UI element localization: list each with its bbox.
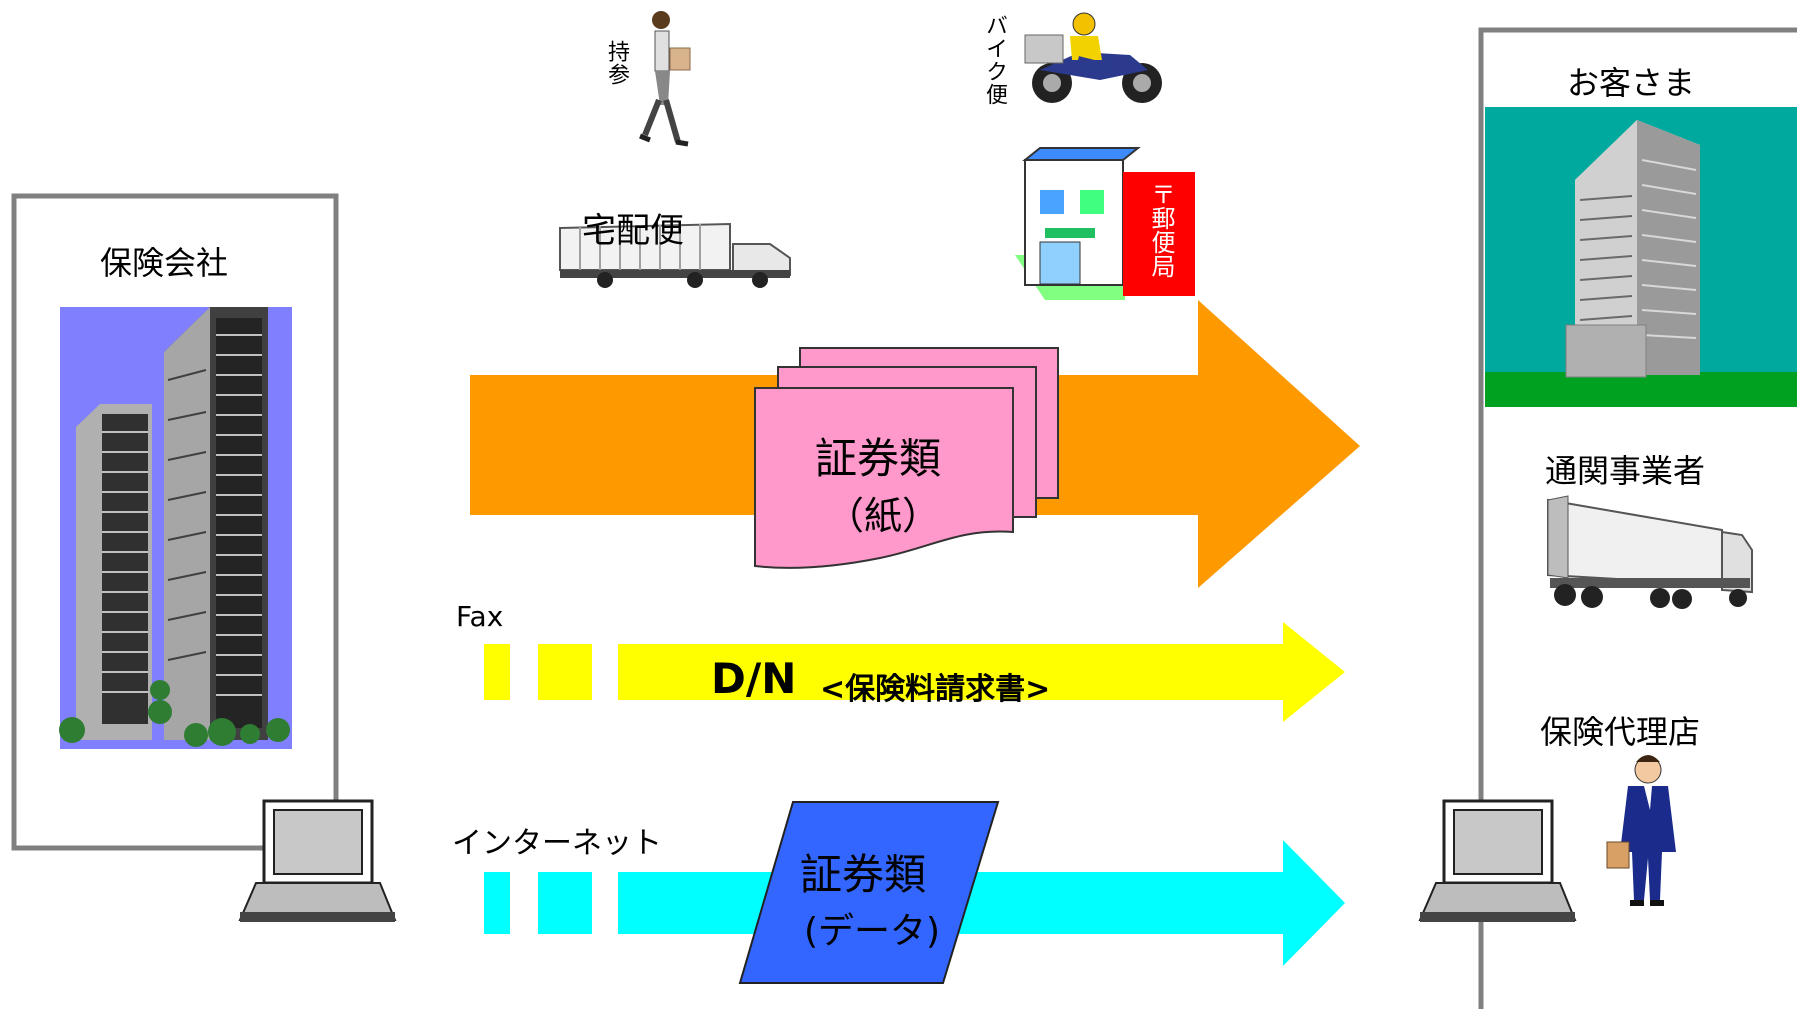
motorbike-courier-icon <box>1024 12 1162 103</box>
customer-title: お客さま <box>1567 64 1696 102</box>
post-office-sign <box>1123 172 1195 296</box>
internet-label: インターネット <box>452 826 662 861</box>
hand-delivery-label: 持参 <box>604 40 629 86</box>
paper-document-title: 証券類 <box>815 434 942 483</box>
post-office-label: 〒郵便局 <box>1147 182 1175 278</box>
customer-laptop-icon <box>1418 799 1577 922</box>
premium-invoice-label: <保険料請求書> <box>820 672 1051 707</box>
company-laptop-icon <box>238 799 397 922</box>
fax-label: Fax <box>456 600 504 633</box>
motorbike-delivery-label: バイク便 <box>982 14 1007 106</box>
data-document-subtitle: (データ) <box>804 911 941 952</box>
courier-label: 宅配便 <box>582 211 684 251</box>
data-document-title: 証券類 <box>800 850 927 899</box>
fax-flow-arrow <box>484 622 1345 722</box>
paper-document-stack <box>754 347 1059 569</box>
insurance-agent-label: 保険代理店 <box>1540 713 1701 751</box>
insurance-company-title: 保険会社 <box>100 244 229 282</box>
debit-note-label: D/N <box>711 654 797 703</box>
post-office-icon <box>1015 147 1195 300</box>
company-building-image <box>59 307 292 749</box>
insurance-agent-icon <box>1606 755 1676 906</box>
customs-broker-label: 通関事業者 <box>1545 452 1706 490</box>
delivery-truck-icon <box>559 222 791 288</box>
paper-document-subtitle: （紙） <box>826 494 941 538</box>
customs-truck-icon <box>1547 495 1753 609</box>
data-document-shape <box>738 801 1000 984</box>
walking-courier-icon <box>639 11 691 147</box>
internet-flow-arrow <box>484 840 1345 966</box>
customer-building-image <box>1485 107 1797 407</box>
